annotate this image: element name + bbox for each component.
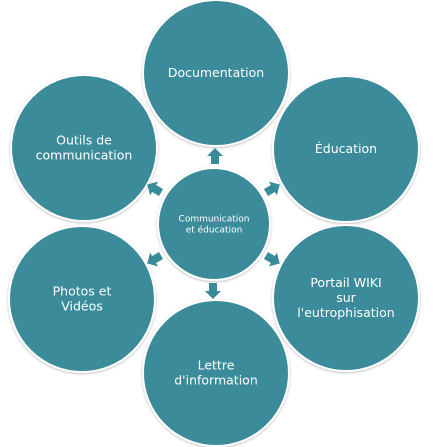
label-line: Communication (179, 214, 250, 224)
label-line: Éducation (315, 141, 377, 156)
arrow-to-education-icon (263, 181, 280, 196)
arrow-to-outils-icon (147, 181, 164, 196)
arrow-to-portail-wiki-icon (263, 252, 280, 267)
node-education-label: Éducation (315, 141, 377, 156)
node-documentation-label: Documentation (168, 65, 264, 80)
arrow-to-documentation-icon (207, 148, 223, 164)
label-line: Outils de (56, 132, 112, 147)
label-line: Documentation (168, 65, 264, 80)
node-documentation: Documentation (142, 0, 290, 147)
label-line: Photos et (53, 283, 112, 298)
label-line: l'eutrophisation (297, 305, 394, 320)
label-line: Lettre (198, 357, 235, 372)
arrow-to-lettre-icon (205, 283, 221, 299)
arrow-to-photos-icon (147, 252, 164, 267)
label-line: et éducation (186, 224, 243, 235)
label-line: Vidéos (61, 298, 103, 313)
label-line: Portail WIKI (310, 275, 381, 290)
node-education: Éducation (272, 75, 420, 223)
label-line: d'information (174, 372, 258, 387)
arrows (147, 148, 280, 299)
label-line: sur (336, 290, 356, 305)
label-line: communication (36, 147, 133, 162)
